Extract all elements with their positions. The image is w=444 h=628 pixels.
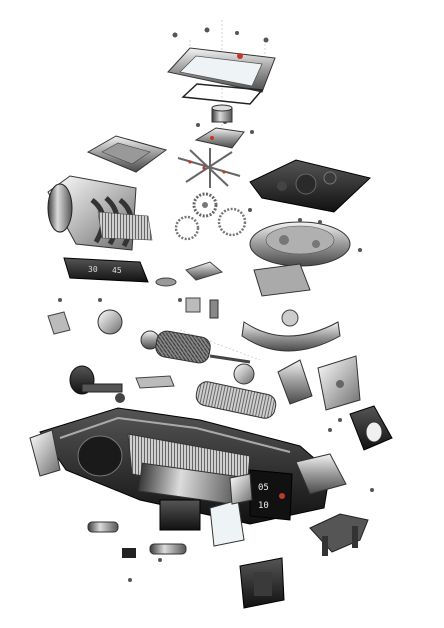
minute-label-10: 10 bbox=[258, 501, 269, 511]
knurled-roller bbox=[155, 330, 251, 364]
drum-housing bbox=[47, 175, 153, 251]
winding-rotor bbox=[241, 263, 341, 352]
pin-icon bbox=[87, 521, 187, 558]
gear-icon bbox=[174, 192, 247, 241]
small-components bbox=[47, 261, 224, 350]
movement-plate bbox=[249, 221, 351, 267]
minute-label-45: 45 bbox=[112, 266, 122, 275]
barrel-cylinder bbox=[211, 104, 233, 123]
black-mainplate bbox=[249, 159, 372, 213]
star-spring bbox=[177, 148, 241, 188]
barrel-roller bbox=[195, 381, 277, 419]
buckle-bracket bbox=[309, 513, 369, 556]
small-plate bbox=[135, 375, 175, 389]
front-lens bbox=[209, 473, 253, 547]
side-components bbox=[159, 453, 347, 531]
minute-label-30: 30 bbox=[88, 265, 98, 274]
lug-block bbox=[239, 557, 285, 609]
small-bridge bbox=[194, 127, 245, 149]
left-cylinder bbox=[69, 365, 125, 403]
minutes-display-drum: 30 45 bbox=[63, 257, 149, 283]
upper-bridge bbox=[86, 135, 168, 173]
top-crystal-frame bbox=[167, 47, 276, 93]
minute-label-05: 05 bbox=[258, 483, 269, 493]
case-minute-display: 05 10 bbox=[249, 469, 293, 521]
right-mechanism bbox=[233, 355, 361, 411]
end-cap bbox=[349, 405, 393, 451]
gasket-ring bbox=[181, 83, 264, 105]
loose-screws bbox=[58, 208, 374, 582]
